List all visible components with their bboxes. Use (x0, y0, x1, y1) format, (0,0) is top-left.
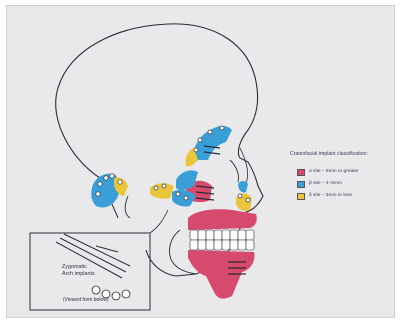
orbital-blue-region (194, 126, 232, 160)
legend-label-alpha: α site – 6mm or greater (309, 169, 359, 175)
nasal-outline (240, 148, 248, 184)
legend-swatch-alpha (297, 169, 305, 176)
legend-item: β site – 4–5mm (290, 180, 394, 192)
inset-label-line2: Arch implants (62, 271, 95, 277)
legend-item: α site – 6mm or greater (290, 168, 394, 180)
inset-label-line1: Zygomatic (62, 264, 87, 270)
nasal-blue-region (238, 181, 248, 193)
legend-title: Craniofacial implant classification: (290, 151, 394, 157)
teeth (190, 230, 254, 250)
legend-label-beta: β site – 4–5mm (309, 181, 342, 187)
legend-label-delta: δ site – 3mm or less (309, 193, 352, 199)
legend: Craniofacial implant classification: α s… (290, 151, 394, 204)
mastoid-outline (125, 196, 130, 218)
legend-item: δ site – 3mm or less (290, 192, 394, 204)
inset-connector (150, 210, 168, 233)
legend-swatch-delta (297, 193, 305, 200)
legend-swatch-beta (297, 181, 305, 188)
inset-caption: (Viewed from below) (63, 297, 108, 303)
